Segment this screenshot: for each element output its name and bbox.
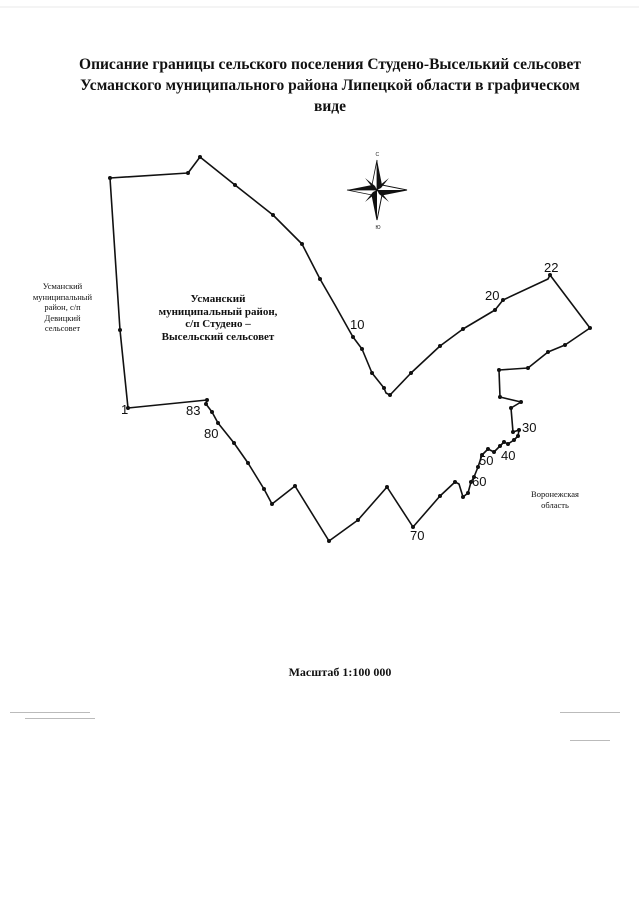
compass-rose-icon: С Ю bbox=[346, 152, 408, 231]
compass-north-label: С bbox=[376, 152, 380, 158]
point-label-40: 40 bbox=[501, 448, 515, 463]
title-line-3: виде bbox=[313, 98, 347, 115]
left-neighbor-line: Девицкий bbox=[44, 312, 81, 323]
scan-noise bbox=[25, 718, 95, 719]
settlement-label: Усманский муниципальный район, с/п Студе… bbox=[148, 293, 288, 343]
left-neighbor-label: Усманский муниципальный район, с/п Девиц… bbox=[20, 281, 105, 334]
settlement-line: муниципальный район, bbox=[158, 305, 278, 318]
scan-noise bbox=[560, 712, 620, 713]
point-label-1: 1 bbox=[121, 402, 128, 417]
point-label-80: 80 bbox=[204, 426, 218, 441]
settlement-boundary bbox=[109, 156, 591, 542]
title-line-2: Усманского муниципального района Липецко… bbox=[80, 77, 580, 94]
right-neighbor-label: Воронежская область bbox=[515, 489, 595, 511]
scan-noise bbox=[10, 712, 90, 713]
left-neighbor-line: сельсовет bbox=[44, 323, 81, 333]
settlement-line: Усманский bbox=[190, 293, 246, 305]
left-neighbor-line: район, с/п bbox=[44, 302, 81, 312]
map-scale: Масштаб 1:100 000 bbox=[288, 665, 392, 679]
map-title: Описание границы сельского поселения Сту… bbox=[60, 54, 600, 117]
boundary-vertices bbox=[108, 155, 592, 543]
point-label-60: 60 bbox=[472, 474, 486, 489]
right-neighbor-line: Воронежская bbox=[531, 489, 579, 499]
scan-noise bbox=[570, 740, 610, 741]
title-line-1: Описание границы сельского поселения Сту… bbox=[79, 56, 581, 73]
point-label-70: 70 bbox=[410, 528, 424, 543]
point-label-20: 20 bbox=[485, 288, 499, 303]
point-label-30: 30 bbox=[522, 420, 536, 435]
compass-south-label: Ю bbox=[376, 225, 381, 231]
right-neighbor-line: область bbox=[541, 500, 569, 510]
settlement-line: с/п Студено – bbox=[185, 318, 251, 330]
point-label-22: 22 bbox=[544, 260, 558, 275]
point-label-83: 83 bbox=[186, 403, 200, 418]
settlement-line: Высельский сельсовет bbox=[161, 330, 275, 343]
left-neighbor-line: Усманский bbox=[42, 281, 83, 291]
point-label-10: 10 bbox=[350, 317, 364, 332]
left-neighbor-line: муниципальный bbox=[32, 291, 93, 302]
point-label-50: 50 bbox=[479, 453, 493, 468]
